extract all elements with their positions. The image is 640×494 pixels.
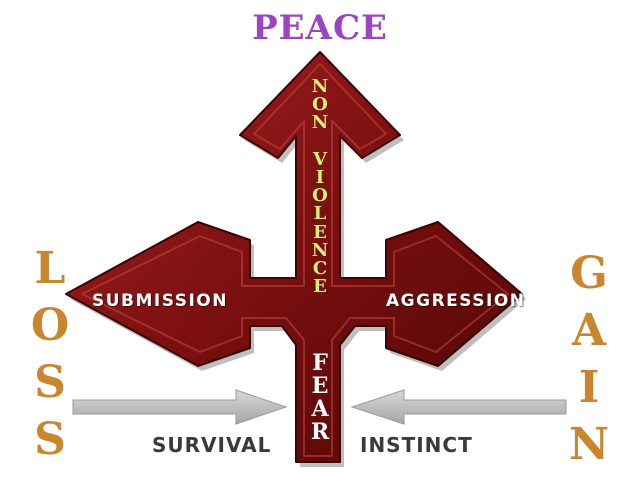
arrow-bevel bbox=[81, 63, 509, 457]
submission-label: SUBMISSION bbox=[92, 291, 228, 311]
peace-title: PEACE bbox=[252, 8, 388, 48]
instinct-label: INSTINCT bbox=[360, 433, 473, 457]
aggression-label: AGGRESSION bbox=[386, 291, 526, 311]
right-gray-arrow bbox=[350, 389, 567, 425]
survival-label: SURVIVAL bbox=[152, 433, 272, 457]
left-gray-arrow bbox=[72, 389, 288, 425]
